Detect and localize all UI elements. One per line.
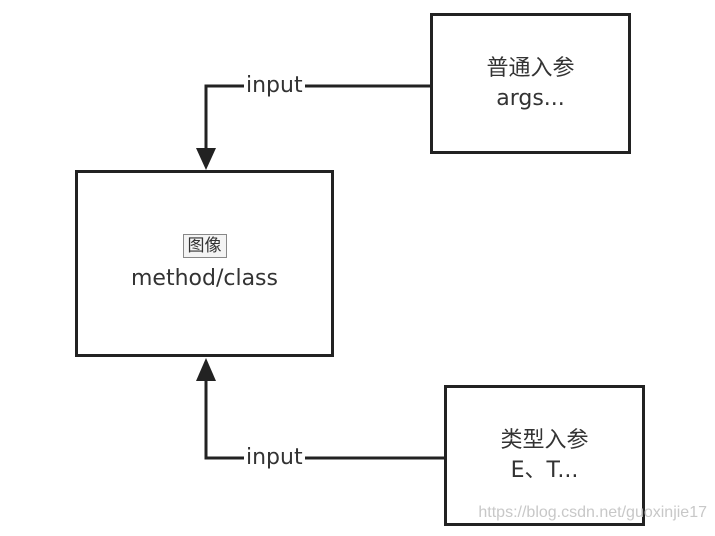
top-connector-line — [204, 84, 430, 148]
args-box: 普通入参 args... — [430, 13, 631, 154]
args-box-title: 普通入参 — [486, 55, 575, 81]
type-params-subtitle: E、T... — [510, 457, 579, 483]
bottom-input-label: input — [244, 445, 305, 471]
watermark-text: https://blog.csdn.net/guoxinjie17 — [478, 504, 707, 521]
image-placeholder-badge: 图像 — [182, 233, 227, 258]
args-box-subtitle: args... — [496, 85, 565, 111]
type-params-title: 类型入参 — [500, 427, 589, 453]
bottom-connector-line — [204, 380, 444, 460]
top-arrowhead — [196, 148, 216, 170]
type-params-box: 类型入参 E、T... — [444, 385, 645, 526]
top-input-label: input — [244, 73, 305, 99]
method-class-box: 图像 method/class — [75, 170, 334, 357]
method-class-label: method/class — [131, 265, 278, 291]
bottom-arrowhead — [196, 358, 216, 381]
